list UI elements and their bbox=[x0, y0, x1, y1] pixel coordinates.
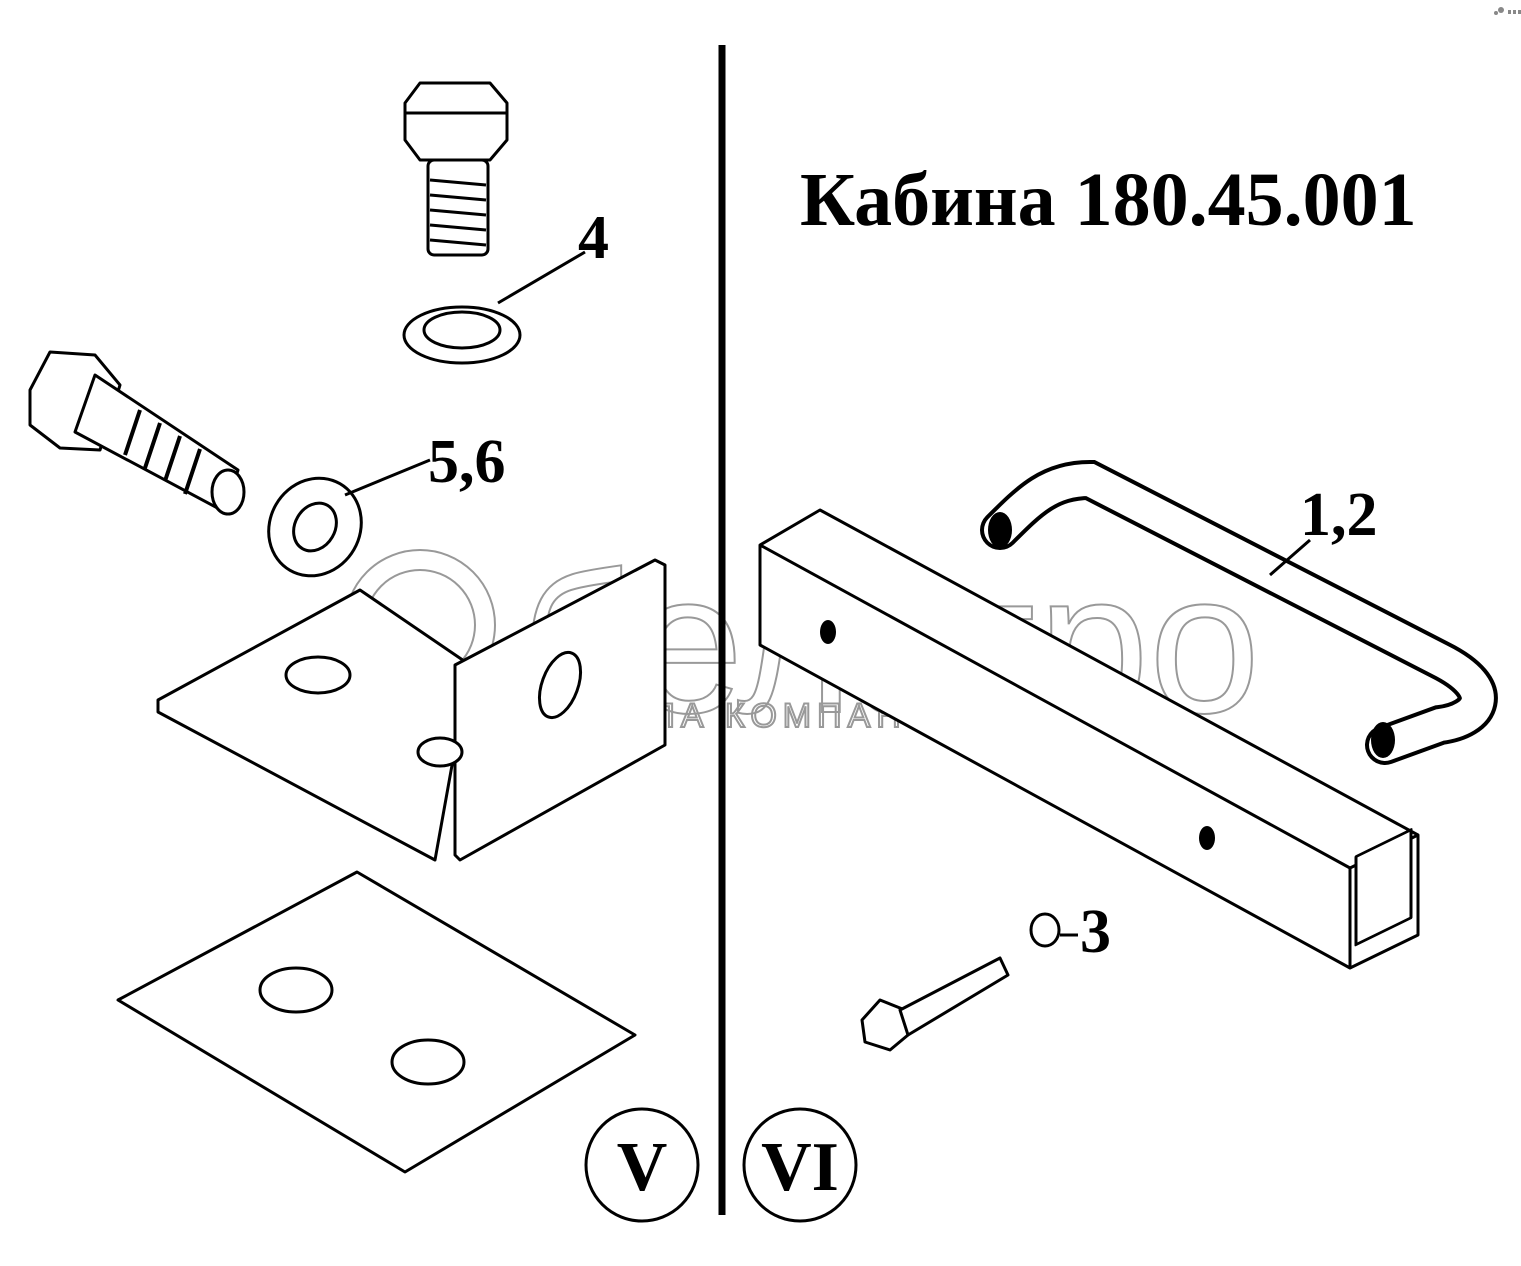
small-bolt bbox=[860, 956, 1010, 1052]
bolt-vertical bbox=[403, 81, 509, 257]
callout-1-2: 1,2 bbox=[1300, 481, 1378, 549]
plate bbox=[116, 870, 637, 1174]
view-label-v-text: V bbox=[617, 1129, 668, 1206]
bolt-horizontal bbox=[28, 350, 246, 516]
callout-3: 3 bbox=[1080, 898, 1111, 966]
view-label-vi: VI bbox=[742, 1107, 858, 1223]
callout-5-6: 5,6 bbox=[428, 428, 506, 496]
angle-bracket bbox=[156, 558, 667, 862]
corner-dots bbox=[1494, 7, 1521, 15]
spring-washer-3 bbox=[1029, 912, 1078, 948]
flat-washer-5-6 bbox=[267, 458, 431, 578]
square-tube bbox=[758, 508, 1420, 970]
spring-washer-4 bbox=[402, 250, 586, 365]
view-label-vi-text: VI bbox=[761, 1129, 839, 1206]
page-title: Кабина 180.45.001 bbox=[800, 158, 1417, 242]
callout-4: 4 bbox=[578, 204, 609, 272]
view-label-v: V bbox=[584, 1107, 700, 1223]
handle bbox=[980, 459, 1498, 765]
